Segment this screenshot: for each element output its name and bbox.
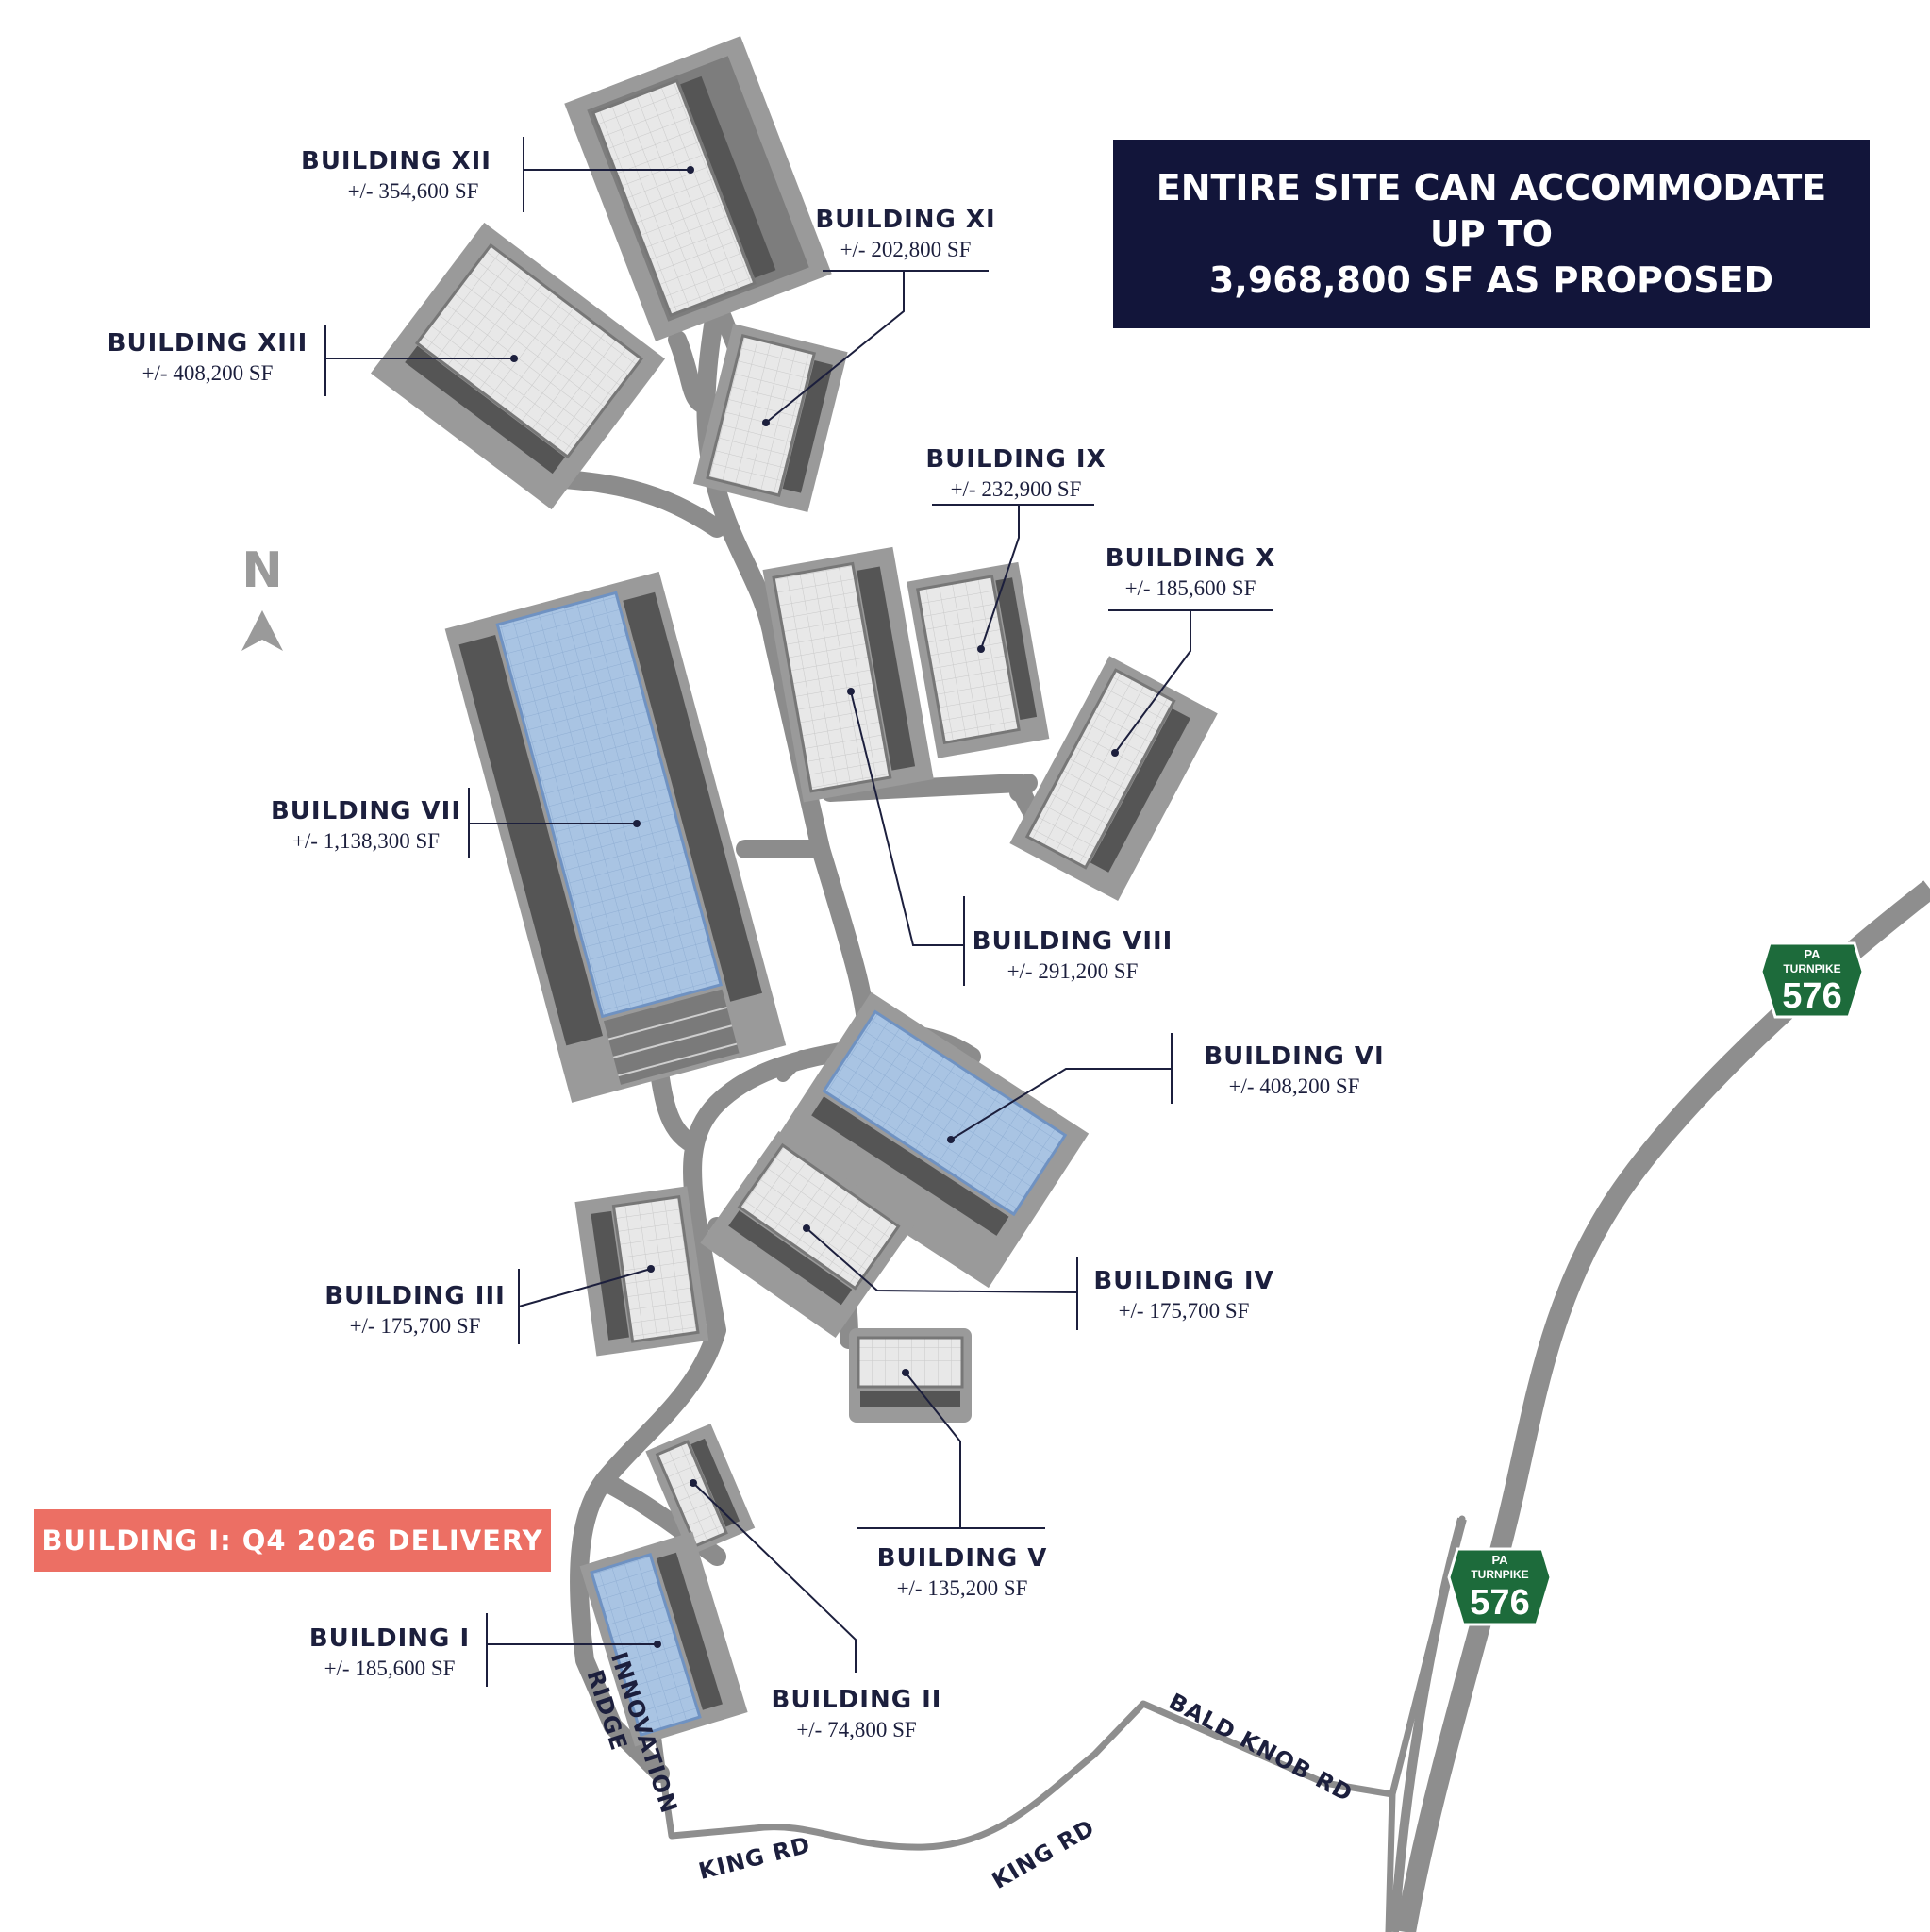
building-ii-name: BUILDING II — [772, 1686, 942, 1714]
building-x-footprint[interactable] — [1009, 656, 1218, 901]
building-i-size: +/- 185,600 SF — [324, 1657, 456, 1680]
building-vi-size: +/- 408,200 SF — [1229, 1074, 1360, 1098]
building-i-name: BUILDING I — [309, 1624, 470, 1653]
building-i-label: BUILDING I +/- 185,600 SF — [309, 1624, 470, 1680]
building-ix-footprint[interactable] — [907, 561, 1050, 758]
building-x-name: BUILDING X — [1106, 544, 1276, 573]
building-iv-size: +/- 175,700 SF — [1119, 1299, 1250, 1323]
building-iv-label: BUILDING IV +/- 175,700 SF — [1093, 1267, 1273, 1323]
north-arrow: N — [241, 542, 283, 651]
shield-2-number: 576 — [1470, 1583, 1529, 1623]
building-xiii-label: BUILDING XIII +/- 408,200 SF — [108, 329, 308, 385]
turnpike-shield-1: PA TURNPIKE 576 — [1759, 941, 1865, 1019]
building-ix-size: +/- 232,900 SF — [951, 477, 1082, 501]
building-xiii-footprint[interactable] — [370, 222, 666, 510]
local-roads — [653, 1515, 1466, 1932]
building-vi-footprint[interactable] — [771, 991, 1090, 1289]
building-iii-size: +/- 175,700 SF — [350, 1314, 481, 1338]
turnpike-highway — [1389, 880, 1930, 1932]
building-v-name: BUILDING V — [877, 1544, 1048, 1573]
building-vii-name: BUILDING VII — [271, 797, 461, 825]
building-iii-label: BUILDING III +/- 175,700 SF — [324, 1282, 506, 1338]
shield-2-type: TURNPIKE — [1471, 1568, 1528, 1581]
building-ix-name: BUILDING IX — [925, 445, 1106, 474]
banner-line-2: UP TO — [1429, 212, 1554, 255]
shield-1-state: PA — [1804, 947, 1821, 961]
building-vii-size: +/- 1,138,300 SF — [292, 829, 440, 853]
building-vi-name: BUILDING VI — [1204, 1042, 1384, 1071]
banner-line-1: ENTIRE SITE CAN ACCOMMODATE — [1156, 166, 1827, 208]
building-v-footprint[interactable] — [849, 1328, 972, 1423]
delivery-badge: BUILDING I: Q4 2026 DELIVERY — [34, 1509, 551, 1572]
building-xii-footprint[interactable] — [564, 36, 832, 341]
building-v-size: +/- 135,200 SF — [897, 1576, 1028, 1600]
building-xii-size: +/- 354,600 SF — [348, 179, 479, 203]
building-viii-size: +/- 291,200 SF — [1007, 959, 1139, 983]
building-viii-label: BUILDING VIII +/- 291,200 SF — [973, 927, 1173, 983]
building-xiii-name: BUILDING XIII — [108, 329, 308, 358]
building-iv-name: BUILDING IV — [1093, 1267, 1273, 1295]
keystone-shield-icon — [1759, 941, 1865, 1019]
shield-2-state: PA — [1491, 1553, 1508, 1567]
building-xii-label: BUILDING XII +/- 354,600 SF — [301, 147, 491, 203]
site-capacity-banner: ENTIRE SITE CAN ACCOMMODATE UP TO 3,968,… — [1113, 140, 1870, 328]
north-label: N — [241, 542, 283, 599]
building-v-label: BUILDING V +/- 135,200 SF — [877, 1544, 1048, 1600]
building-ii-size: +/- 74,800 SF — [796, 1718, 916, 1741]
building-ii-label: BUILDING II +/- 74,800 SF — [772, 1686, 942, 1741]
banner-line-3: 3,968,800 SF AS PROPOSED — [1208, 258, 1774, 301]
building-xi-size: +/- 202,800 SF — [840, 238, 972, 261]
building-xii-name: BUILDING XII — [301, 147, 491, 175]
building-xi-name: BUILDING XI — [815, 206, 995, 234]
building-vii-label: BUILDING VII +/- 1,138,300 SF — [271, 797, 461, 853]
building-x-label: BUILDING X +/- 185,600 SF — [1106, 544, 1276, 600]
shield-1-type: TURNPIKE — [1783, 962, 1840, 975]
king-rd-label-1: KING RD — [696, 1831, 813, 1884]
building-x-size: +/- 185,600 SF — [1125, 576, 1256, 600]
building-xi-label: BUILDING XI +/- 202,800 SF — [815, 206, 995, 261]
building-vi-label: BUILDING VI +/- 408,200 SF — [1204, 1042, 1384, 1098]
bald-knob-rd-label: BALD KNOB RD — [1164, 1688, 1356, 1807]
leader-dots — [510, 166, 1119, 1648]
building-xiii-size: +/- 408,200 SF — [142, 361, 274, 385]
shield-1-number: 576 — [1782, 976, 1841, 1016]
turnpike-shield-2: PA TURNPIKE 576 — [1447, 1547, 1553, 1626]
building-iii-name: BUILDING III — [324, 1282, 506, 1310]
building-ix-label: BUILDING IX +/- 232,900 SF — [925, 445, 1106, 501]
building-iv-footprint[interactable] — [700, 1130, 914, 1339]
north-arrow-icon — [241, 610, 283, 651]
building-vii-footprint[interactable] — [444, 571, 787, 1103]
keystone-shield-icon — [1447, 1547, 1553, 1626]
leader-lines — [324, 137, 1273, 1687]
building-viii-name: BUILDING VIII — [973, 927, 1173, 956]
